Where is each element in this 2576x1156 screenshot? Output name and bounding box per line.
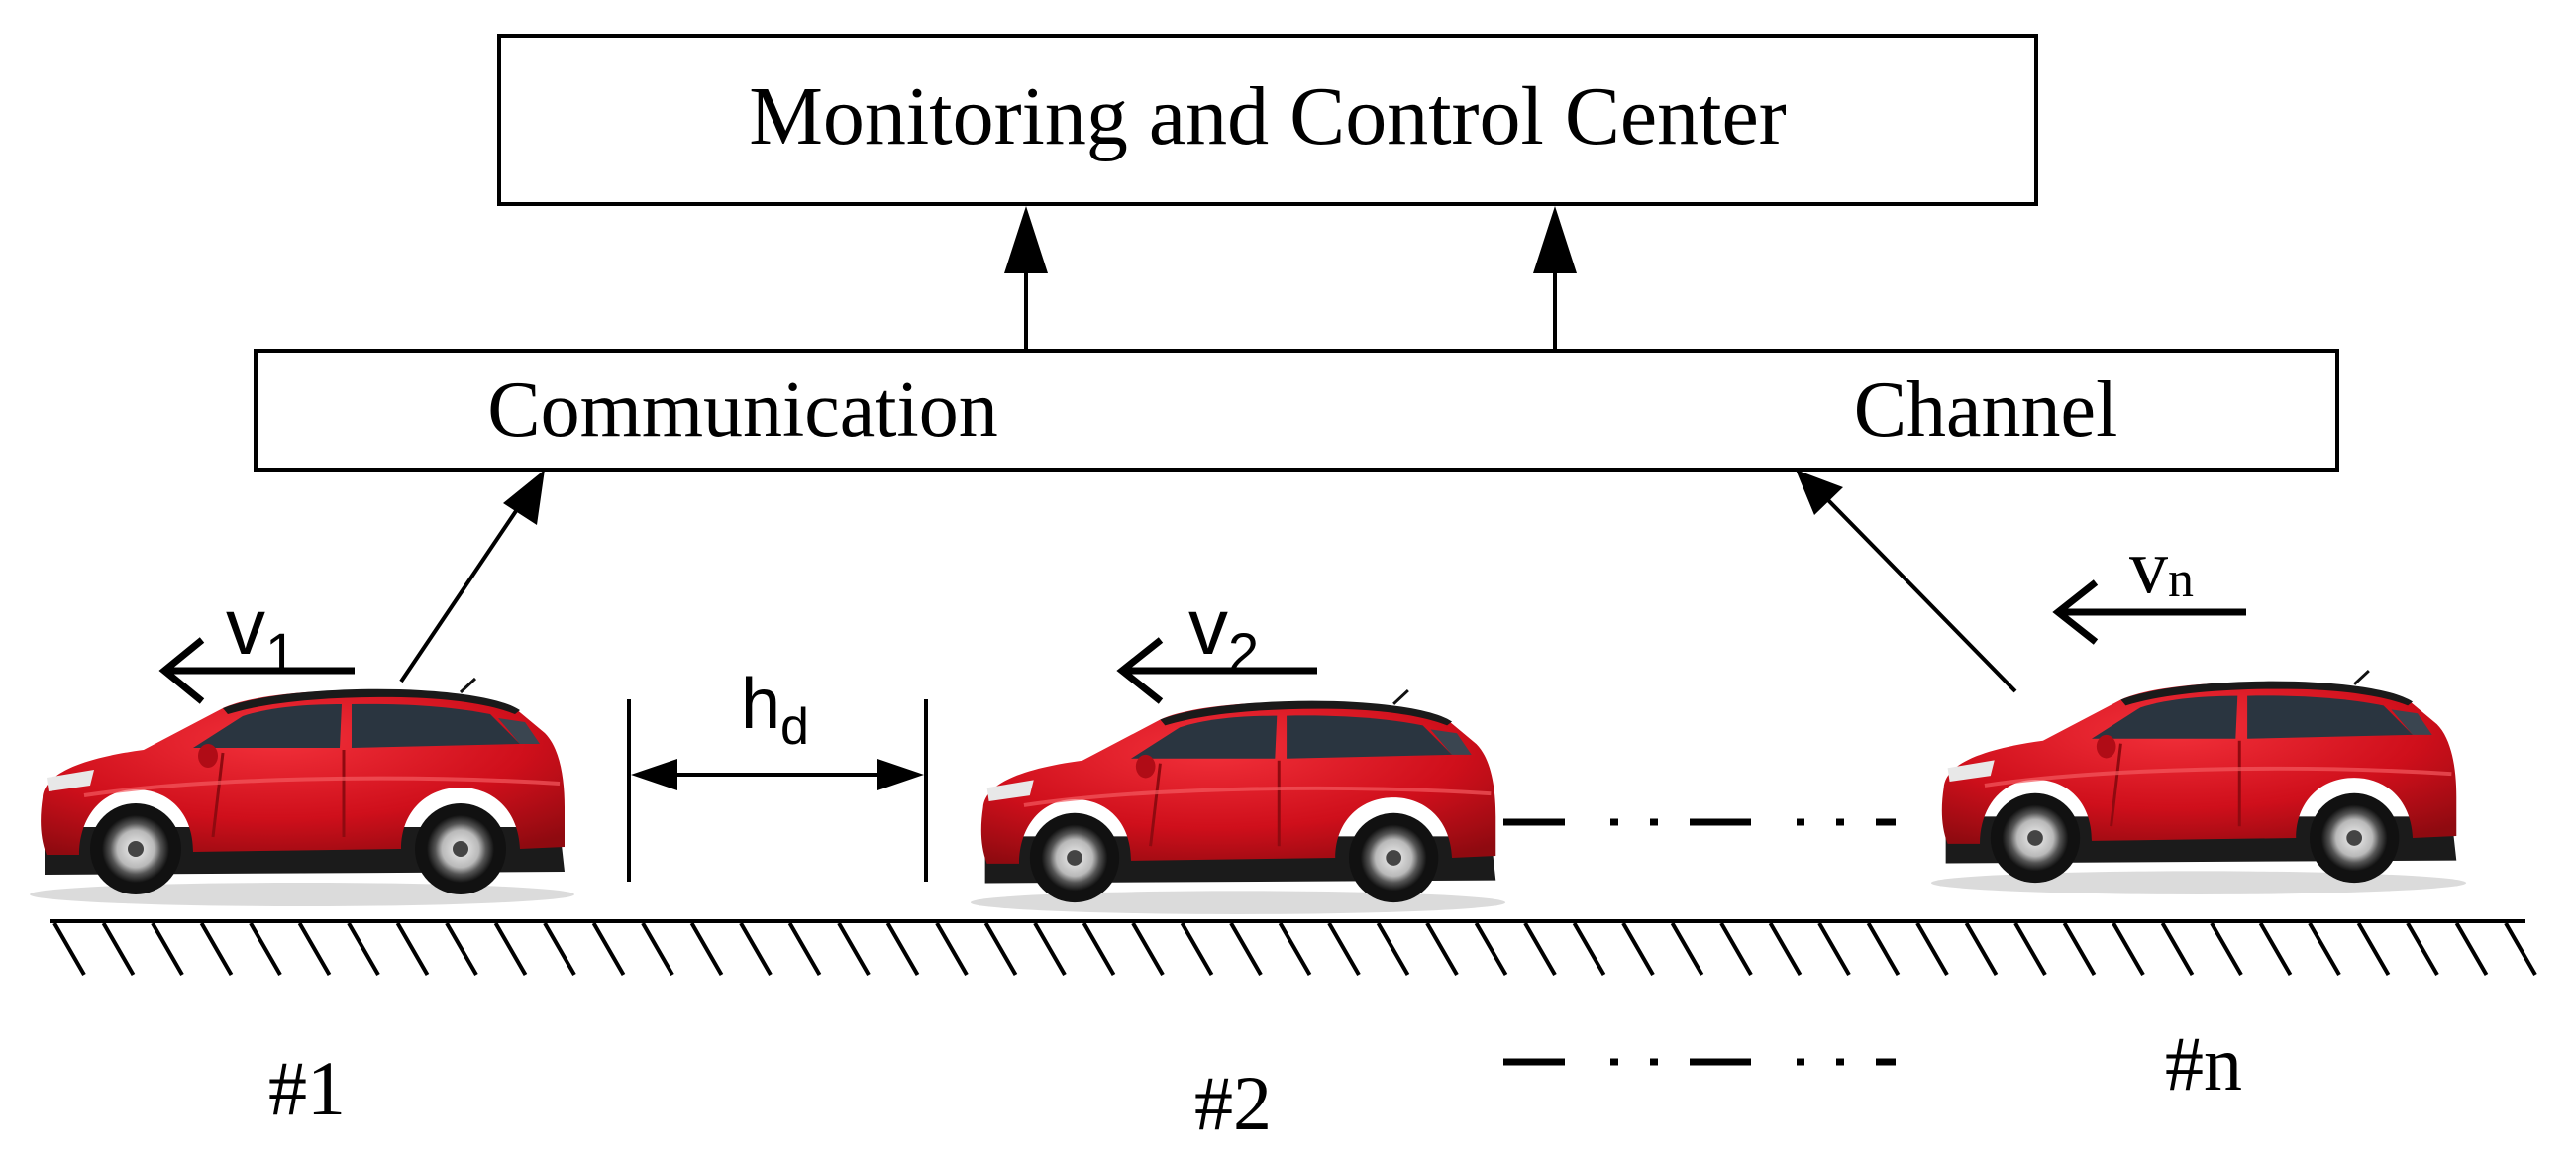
ground-hatch-line [2308,922,2341,976]
vehicle-n-car [1931,671,2466,894]
ground-hatch-line [2062,922,2097,976]
ground-hatch-line [739,922,773,976]
ground-hatch-line [787,922,822,976]
vehicle-2-car [971,690,1505,914]
ground-hatch-line [885,922,920,976]
ground-hatch-line [101,922,136,976]
ground-hatch-line [1327,922,1361,976]
ground-hatch-line [1033,922,1067,976]
vehicle-1-id: #1 [268,1045,346,1131]
ground-hatch-line [543,922,576,976]
ground-hatch-line [395,922,430,976]
ground-hatch-line [1621,922,1655,976]
ground-hatch-line [1866,922,1901,976]
ground-hatch-line [1229,922,1263,976]
ground-hatch-line [1964,922,1999,976]
ground-hatch-line [689,922,724,976]
channel-label-left: Communication [487,367,998,454]
vehicle-1-car [30,679,574,906]
vehicle-n-speed-arrow [2052,579,2246,645]
vehicle-1-speed-arrow [158,637,355,704]
ground-hatch-line [983,922,1018,976]
vehicle-2-speed-arrow [1116,637,1317,704]
road-ground [50,919,2537,976]
vehicle-n-uplink-arrow [1796,470,2017,693]
vehicle-2-id: #2 [1194,1060,1272,1146]
control-center-box [497,34,2038,206]
ground-hatch-line [1670,922,1704,976]
ground-hatch-line [837,922,871,976]
vehicle-n-id: #n [2165,1020,2242,1106]
ground-hatch-line [1915,922,1949,976]
vehicle-1-uplink-arrow [399,470,545,683]
ground-hatch-line [1425,922,1459,976]
ground-hatch-line [2112,922,2145,976]
ground-hatch-line [1719,922,1753,976]
ground-hatch-line [2013,922,2047,976]
ground-hatch-line [2406,922,2439,976]
ground-hatch-line [347,922,380,976]
ground-hatch-line [493,922,528,976]
ground-hatch-line [2160,922,2195,976]
headway-dimension [627,699,928,882]
ground-hatch-line [2504,922,2537,976]
headway-label: hd [741,665,809,756]
ground-hatch-line [2258,922,2293,976]
ground-hatch-line [1376,922,1410,976]
ground-hatch-line [199,922,234,976]
uplink-arrow-right [1533,206,1577,349]
ground-hatch-line [2210,922,2243,976]
communication-channel-box [254,349,2339,472]
ground-hatch-line [1474,922,1508,976]
ground-hatch-line [52,922,86,976]
ground-hatch-line [2454,922,2489,976]
ground-hatch-line [1768,922,1803,976]
ground-hatch-line [935,922,969,976]
ground-hatch-line [249,922,282,976]
ground-hatch-line [445,922,478,976]
vehicle-2-speed-label: v2 [1188,582,1259,683]
uplink-arrow-left [1004,206,1048,349]
ground-hatch-line [1131,922,1165,976]
vehicle-n-speed-label: vn [2129,523,2194,609]
ground-hatch-line [641,922,674,976]
ground-hatch-line [1180,922,1214,976]
ground-hatch-line [1278,922,1312,976]
vehicle-1-speed-label: v1 [226,582,296,683]
ground-hatch-line [591,922,626,976]
ground-hatch-line [2356,922,2391,976]
ground-hatch-line [297,922,332,976]
ground-hatch-line [1082,922,1116,976]
channel-label-right: Channel [1854,367,2118,454]
ground-hatch-line [151,922,184,976]
ground-hatch-line [1572,922,1606,976]
ground-hatch-line [1817,922,1851,976]
control-center-label: Monitoring and Control Center [749,70,1787,162]
ground-hatch-line [1523,922,1557,976]
